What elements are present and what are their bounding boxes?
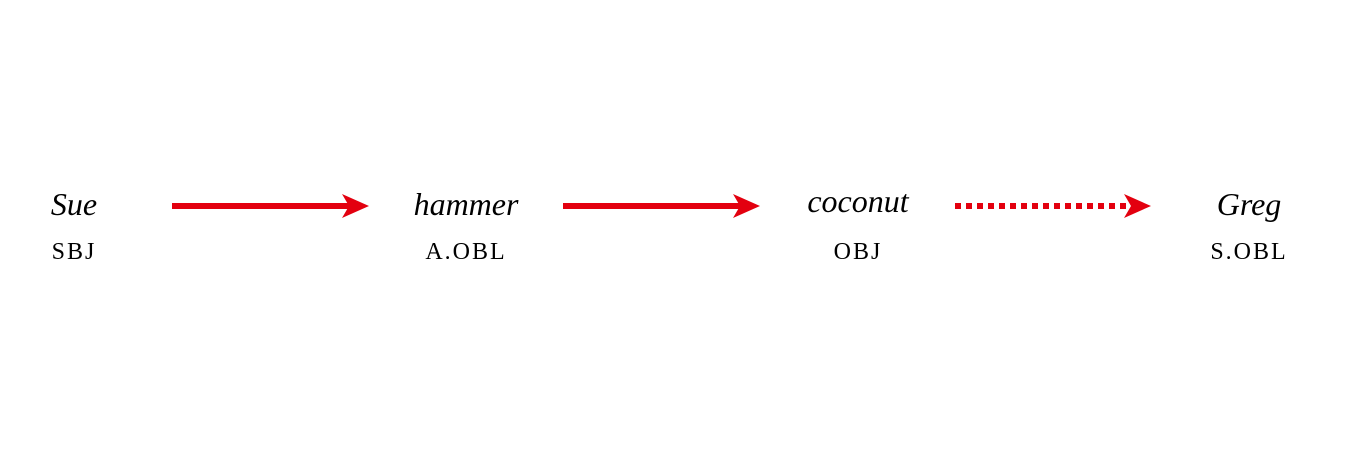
arrowhead-icon xyxy=(342,194,369,218)
node-role: A.OBL xyxy=(425,239,507,265)
node-word: coconut xyxy=(807,183,909,219)
node-word: hammer xyxy=(413,186,519,222)
node-sue: Sue SBJ xyxy=(0,0,184,450)
node-role: SBJ xyxy=(51,239,97,265)
arrowhead-icon xyxy=(1124,194,1151,218)
node-hammer: hammer A.OBL xyxy=(356,0,576,450)
node-role: OBJ xyxy=(833,239,883,265)
node-word: Greg xyxy=(1216,186,1282,222)
arrowhead-icon xyxy=(733,194,760,218)
node-role: S.OBL xyxy=(1210,239,1288,265)
node-greg: Greg S.OBL xyxy=(1139,0,1350,450)
edge-coconut-to-greg xyxy=(955,194,1151,218)
edge-hammer-to-coconut xyxy=(563,194,760,218)
node-word: Sue xyxy=(50,186,98,222)
node-coconut: coconut OBJ xyxy=(748,0,968,447)
edge-sue-to-hammer xyxy=(172,194,369,218)
